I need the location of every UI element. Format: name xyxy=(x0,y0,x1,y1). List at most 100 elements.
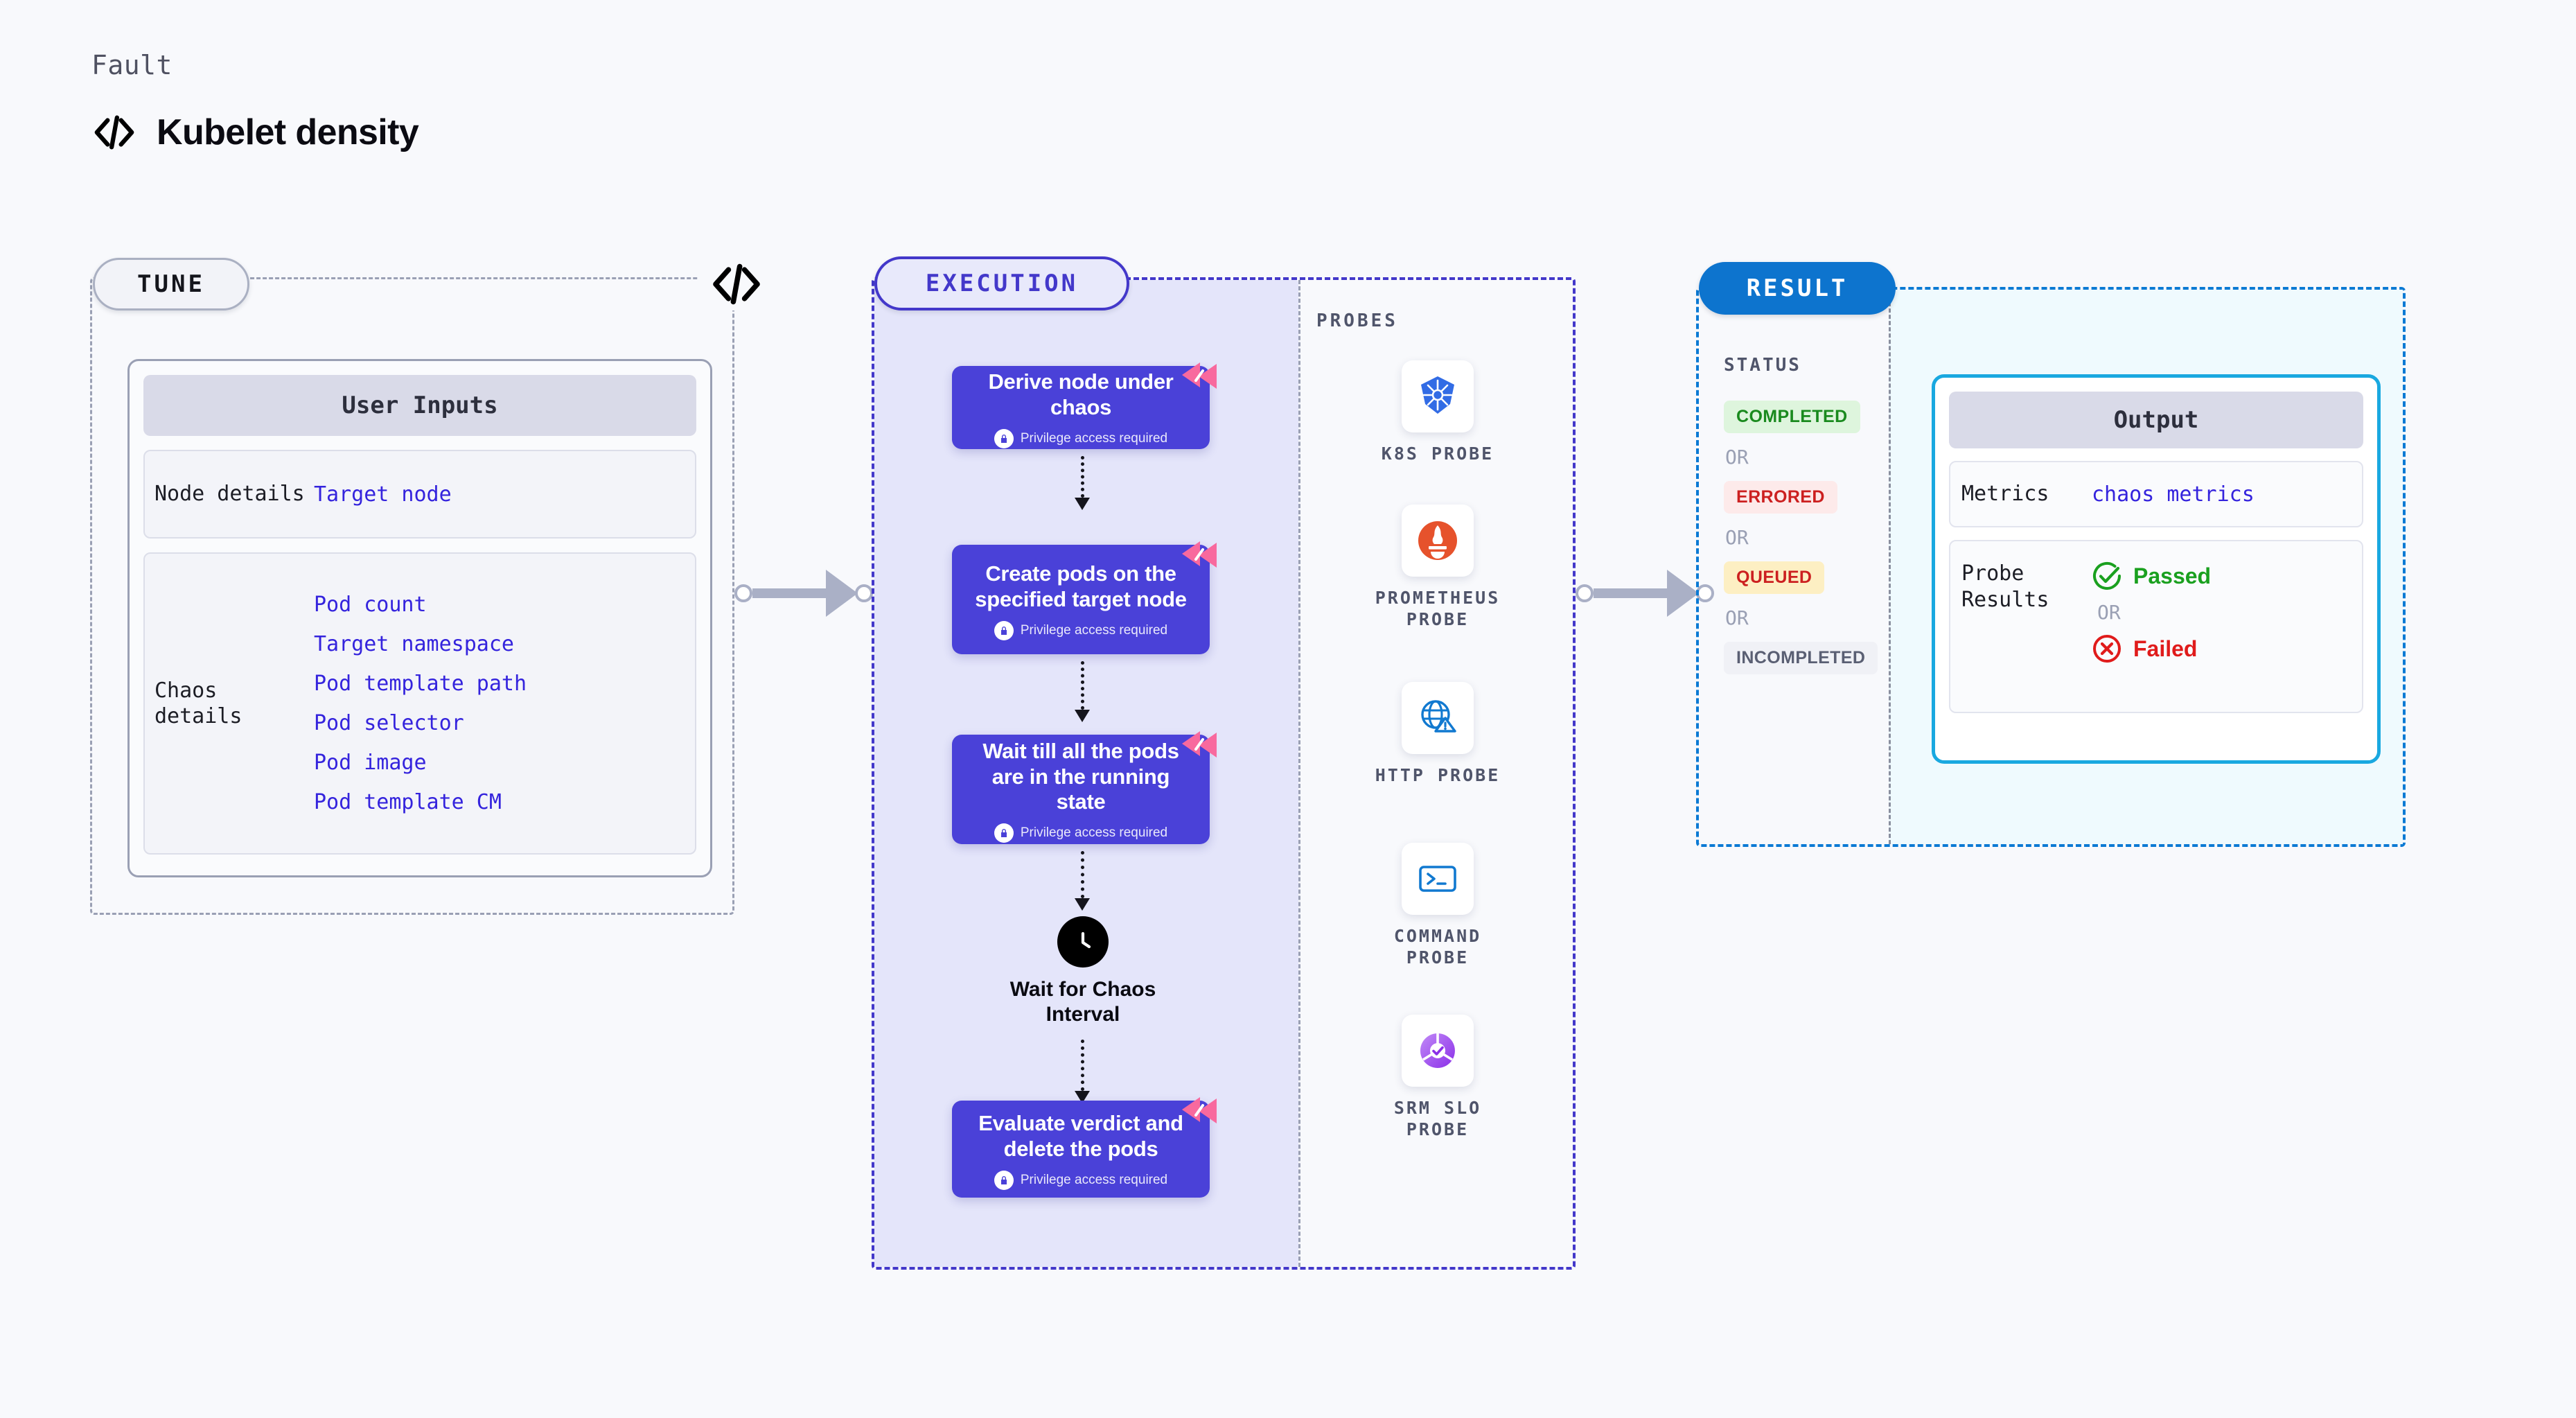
user-inputs-card: User Inputs Node details Target node Cha… xyxy=(127,359,712,877)
tune-badge[interactable]: TUNE xyxy=(93,258,249,310)
terminal-icon xyxy=(1402,843,1474,915)
input-value[interactable]: Target namespace xyxy=(314,632,514,656)
probe-item-k8s[interactable]: K8S PROBE xyxy=(1358,360,1517,465)
input-value[interactable]: Target node xyxy=(314,482,452,507)
page-kicker: Fault xyxy=(91,50,173,80)
status-or-text: OR xyxy=(1725,526,1749,549)
output-row-label: Probe Results xyxy=(1961,561,2049,612)
privilege-note-text: Privilege access required xyxy=(1020,430,1168,446)
status-badge-queued: QUEUED xyxy=(1724,561,1825,594)
probe-label: COMMAND PROBE xyxy=(1393,926,1482,968)
probe-verdicts: Passed OR Failed xyxy=(2092,561,2211,664)
connector-dotted-line xyxy=(1081,1040,1084,1091)
connector-dotted-line xyxy=(1081,456,1084,498)
privilege-note: Privilege access required xyxy=(994,620,1168,640)
connector-start-dot xyxy=(1576,584,1594,602)
lock-icon xyxy=(994,823,1014,843)
status-list: COMPLETED OR ERRORED OR QUEUED OR INCOMP… xyxy=(1724,401,1878,674)
input-value[interactable]: Pod template CM xyxy=(314,790,502,814)
probe-item-command[interactable]: COMMAND PROBE xyxy=(1358,843,1517,968)
connector-line xyxy=(1594,588,1668,598)
input-group-values: Target node xyxy=(314,482,452,507)
status-or-text: OR xyxy=(1725,446,1749,469)
connector-dotted-line xyxy=(1081,661,1084,710)
connector-start-dot xyxy=(734,584,752,602)
privilege-note-text: Privilege access required xyxy=(1020,622,1168,638)
input-group-node-details[interactable]: Node details Target node xyxy=(143,450,696,539)
output-card-title: Output xyxy=(1949,392,2363,448)
verdict-failed-text: Failed xyxy=(2133,636,2198,661)
verdict-passed: Passed xyxy=(2092,561,2211,591)
status-or-text: OR xyxy=(1725,606,1749,629)
result-badge[interactable]: RESULT xyxy=(1699,262,1896,315)
input-group-chaos-details[interactable]: Chaos details Pod count Target namespace… xyxy=(143,552,696,855)
kubernetes-icon xyxy=(1402,360,1474,432)
execution-badge[interactable]: EXECUTION xyxy=(874,256,1129,310)
tune-panel xyxy=(90,277,734,915)
harness-flag-icon xyxy=(1179,726,1219,766)
page-title: Kubelet density xyxy=(157,112,419,152)
probe-item-srm-slo[interactable]: SRM SLO PROBE xyxy=(1358,1015,1517,1140)
result-panel xyxy=(1696,287,2406,847)
privilege-note-text: Privilege access required xyxy=(1020,1172,1168,1187)
probe-item-prometheus[interactable]: PROMETHEUS PROBE xyxy=(1358,505,1517,630)
verdict-or-text: OR xyxy=(2097,601,2121,624)
page-title-row: Kubelet density xyxy=(91,111,419,154)
connector-arrowhead xyxy=(1075,710,1090,722)
execution-step-card[interactable]: Derive node under chaos Privilege access… xyxy=(952,362,1217,449)
user-inputs-title: User Inputs xyxy=(143,375,696,436)
http-globe-icon xyxy=(1402,682,1474,754)
execution-step-card[interactable]: Create pods on the specified target node… xyxy=(952,541,1217,654)
probe-label: K8S PROBE xyxy=(1381,444,1494,464)
probes-section-label: PROBES xyxy=(1316,310,1398,331)
lock-icon xyxy=(994,1170,1014,1190)
harness-flag-icon xyxy=(1179,536,1219,576)
harness-flag-icon xyxy=(1179,357,1219,397)
privilege-note: Privilege access required xyxy=(994,1170,1168,1190)
execution-step-title: Wait till all the pods are in the runnin… xyxy=(982,739,1179,814)
privilege-note: Privilege access required xyxy=(994,823,1167,843)
input-value[interactable]: Pod image xyxy=(314,751,427,775)
connector-arrowhead xyxy=(1667,570,1699,617)
output-row-label: Metrics xyxy=(1961,482,2049,507)
step-connector-1 xyxy=(1075,456,1090,510)
connector-arrowhead xyxy=(826,570,858,617)
input-group-label: Chaos details xyxy=(155,678,242,729)
check-circle-icon xyxy=(2093,562,2121,590)
output-metrics-value[interactable]: chaos metrics xyxy=(2092,482,2255,507)
tune-code-icon xyxy=(698,258,775,310)
privilege-note-text: Privilege access required xyxy=(1020,825,1168,840)
prometheus-icon xyxy=(1402,505,1474,577)
connector-end-dot xyxy=(855,584,873,602)
step-connector-4 xyxy=(1075,1040,1090,1103)
srm-slo-icon xyxy=(1402,1015,1474,1087)
connector-arrowhead xyxy=(1075,498,1090,510)
clock-icon xyxy=(1057,916,1109,968)
input-group-values: Pod count Target namespace Pod template … xyxy=(314,593,527,814)
result-status-divider xyxy=(1889,290,1891,844)
status-badge-incompleted: INCOMPLETED xyxy=(1724,642,1878,674)
input-value[interactable]: Pod count xyxy=(314,593,427,617)
status-section-label: STATUS xyxy=(1724,355,1801,376)
probe-label: PROMETHEUS PROBE xyxy=(1375,588,1501,629)
wait-for-chaos-interval-node[interactable]: Wait for Chaos Interval xyxy=(1005,916,1161,1027)
connector-line xyxy=(752,588,827,598)
x-circle-icon xyxy=(2093,635,2121,663)
execution-badge-label: EXECUTION xyxy=(925,270,1079,297)
execution-step-title: Evaluate verdict and delete the pods xyxy=(978,1111,1183,1161)
wait-node-label: Wait for Chaos Interval xyxy=(1009,978,1156,1026)
output-row-metrics[interactable]: Metrics chaos metrics xyxy=(1949,461,2363,527)
execution-step-title: Derive node under chaos xyxy=(988,369,1174,419)
output-card: Output Metrics chaos metrics Probe Resul… xyxy=(1932,374,2381,764)
input-value[interactable]: Pod template path xyxy=(314,672,527,696)
input-value[interactable]: Pod selector xyxy=(314,711,464,735)
output-row-probe-results[interactable]: Probe Results Passed OR Failed xyxy=(1949,540,2363,713)
execution-step-card[interactable]: Wait till all the pods are in the runnin… xyxy=(952,731,1217,844)
privilege-note: Privilege access required xyxy=(994,428,1168,448)
execution-step-card-final[interactable]: Evaluate verdict and delete the pods Pri… xyxy=(952,1097,1217,1198)
verdict-passed-text: Passed xyxy=(2133,563,2212,588)
status-badge-errored: ERRORED xyxy=(1724,481,1837,514)
probe-item-http[interactable]: HTTP PROBE xyxy=(1358,682,1517,787)
probe-label: SRM SLO PROBE xyxy=(1393,1098,1482,1139)
status-badge-completed: COMPLETED xyxy=(1724,401,1860,433)
